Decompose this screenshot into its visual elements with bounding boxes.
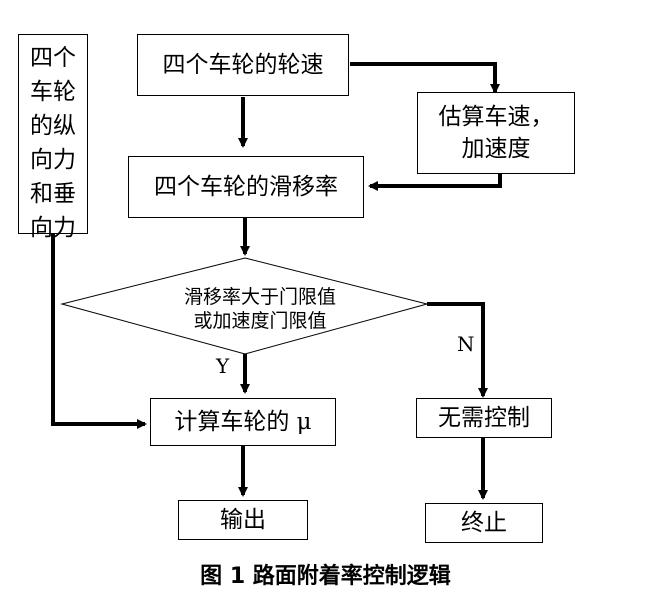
arrow-speed-to-estimate xyxy=(350,62,500,94)
stop-box: 终止 xyxy=(425,503,543,543)
arrow-no xyxy=(427,302,488,398)
estimate-speed-box: 估算车速， 加速度 xyxy=(417,92,575,174)
compute-mu-box: 计算车轮的 μ xyxy=(150,398,336,446)
arrow-side-to-compute xyxy=(51,234,147,429)
output-box: 输出 xyxy=(178,500,308,540)
wheel-speed-box: 四个车轮的轮速 xyxy=(137,34,349,96)
no-label: N xyxy=(457,332,475,356)
slip-rate-box: 四个车轮的滑移率 xyxy=(128,156,364,218)
arrow-estimate-to-slip xyxy=(368,174,502,191)
force-input-box: 四个 车轮 的纵 向力 和垂 向力 xyxy=(18,34,88,241)
yes-label: Y xyxy=(216,354,230,378)
decision-label: 滑移率大于门限值 或加速度门限值 xyxy=(183,286,336,332)
figure-caption: 图 1 路面附着率控制逻辑 xyxy=(200,564,451,589)
no-control-box: 无需控制 xyxy=(416,398,552,438)
